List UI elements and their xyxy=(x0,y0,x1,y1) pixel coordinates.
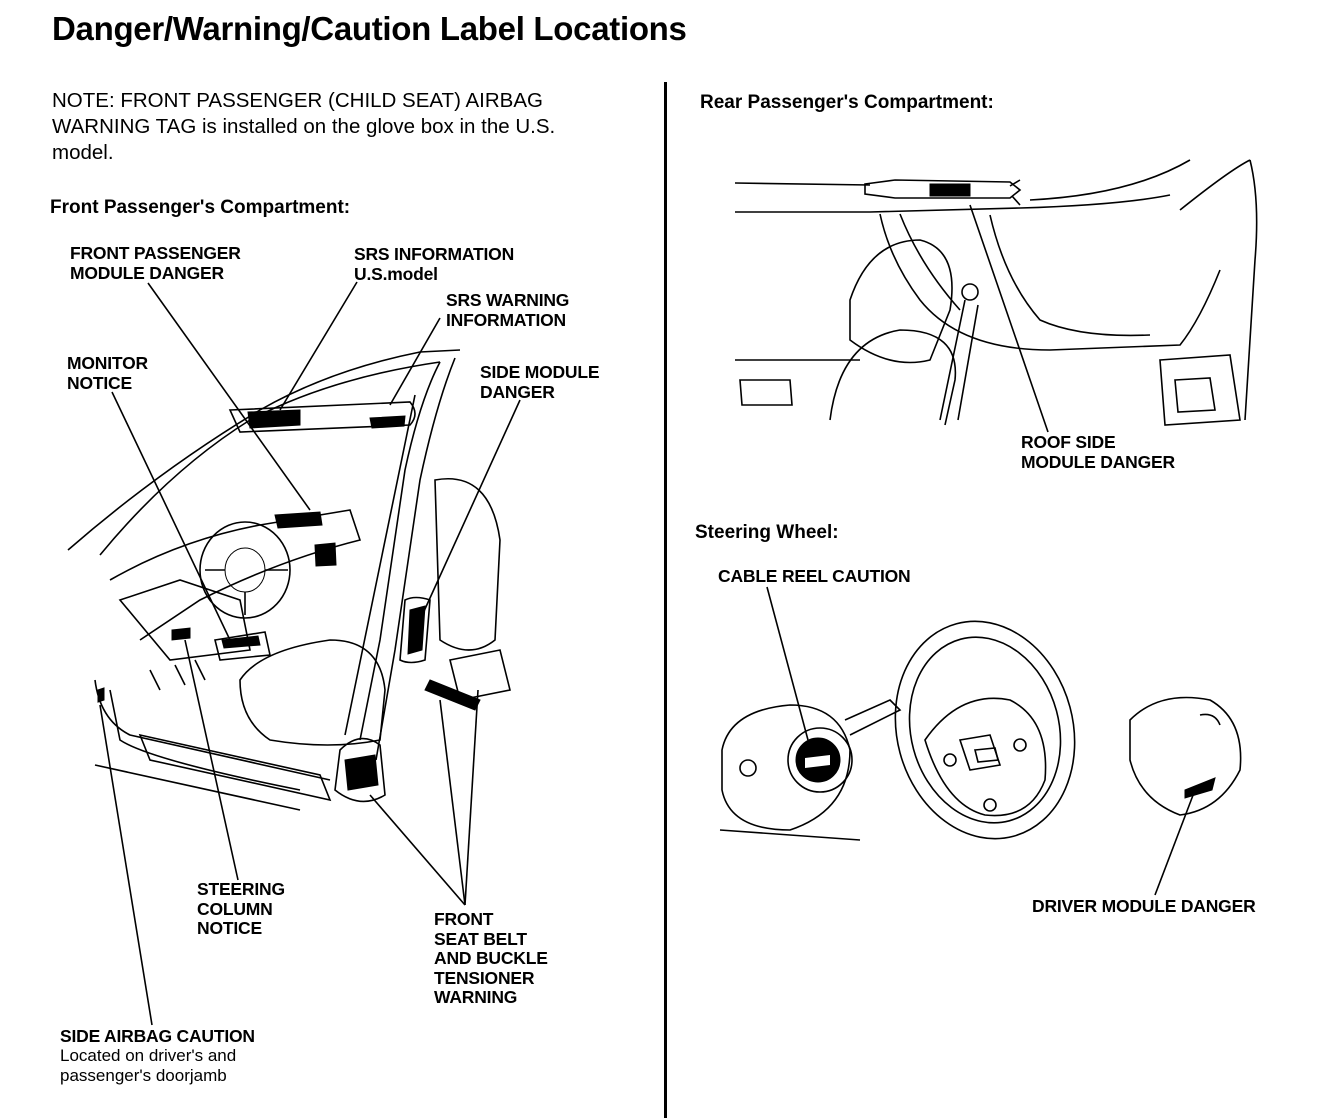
label-srs-information: SRS INFORMATION U.S.model xyxy=(354,244,515,284)
front-compartment-heading: Front Passenger's Compartment: xyxy=(50,197,351,218)
steering-wheel-illustration xyxy=(719,586,1242,896)
front-compartment-illustration xyxy=(67,281,521,1026)
note-text: NOTE: FRONT PASSENGER (CHILD SEAT) AIRBA… xyxy=(52,89,556,164)
label-monitor-notice: MONITOR NOTICE xyxy=(67,353,148,393)
rear-compartment-illustration xyxy=(734,159,1258,433)
label-roof-side-module-danger: ROOF SIDE MODULE DANGER xyxy=(1021,432,1175,472)
rear-compartment-heading: Rear Passenger's Compartment: xyxy=(700,92,994,113)
label-side-module-danger: SIDE MODULE DANGER xyxy=(480,362,600,402)
label-cable-reel-caution: CABLE REEL CAUTION xyxy=(718,566,911,586)
page-title: Danger/Warning/Caution Label Locations xyxy=(52,10,687,47)
label-side-airbag-caution-note: Located on driver's and passenger's door… xyxy=(60,1046,237,1085)
label-front-seat-belt-tensioner-warning: FRONT SEAT BELT AND BUCKLE TENSIONER WAR… xyxy=(434,909,548,1007)
label-steering-column-notice: STEERING COLUMN NOTICE xyxy=(197,879,285,938)
column-divider xyxy=(664,82,667,1118)
label-driver-module-danger: DRIVER MODULE DANGER xyxy=(1032,896,1256,916)
steering-wheel-heading: Steering Wheel: xyxy=(695,522,839,543)
label-side-airbag-caution: SIDE AIRBAG CAUTION xyxy=(60,1026,255,1046)
label-srs-warning-information: SRS WARNING INFORMATION xyxy=(446,290,570,330)
label-front-passenger-module-danger: FRONT PASSENGER MODULE DANGER xyxy=(70,243,241,283)
